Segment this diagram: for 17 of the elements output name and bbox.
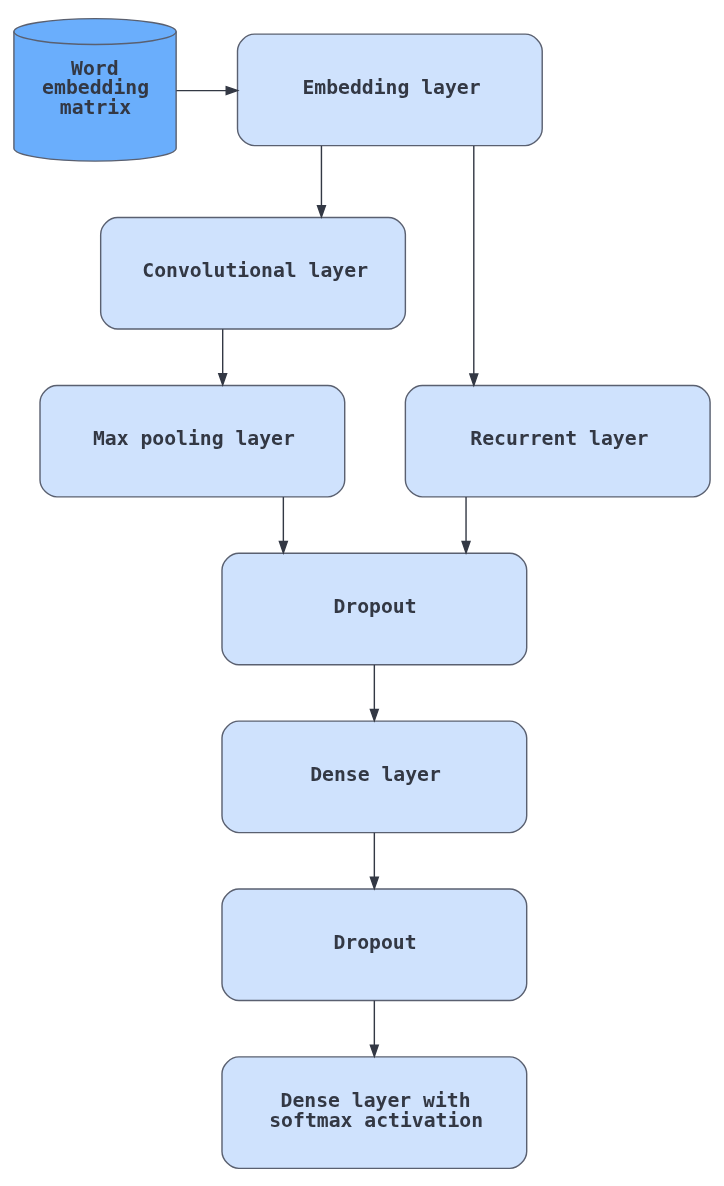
node-box: Dropout (221, 552, 528, 665)
arrow (369, 831, 380, 891)
arrow (316, 144, 327, 219)
node-box: Max pooling layer (39, 384, 346, 498)
node-box: Convolutional layer (99, 216, 407, 330)
node-box: Embedding layer (236, 32, 543, 146)
node-box: Dropout (221, 887, 528, 1001)
node-box: Dense layer with softmax activation (221, 1055, 528, 1169)
arrow (278, 495, 289, 555)
arrow (369, 999, 380, 1059)
node-box: Dense layer (221, 719, 528, 833)
arrow (175, 85, 240, 96)
arrow (461, 495, 471, 555)
node-box: Recurrent layer (404, 384, 711, 498)
arrow (217, 327, 228, 387)
arrow (369, 663, 380, 723)
arrow (468, 144, 479, 387)
